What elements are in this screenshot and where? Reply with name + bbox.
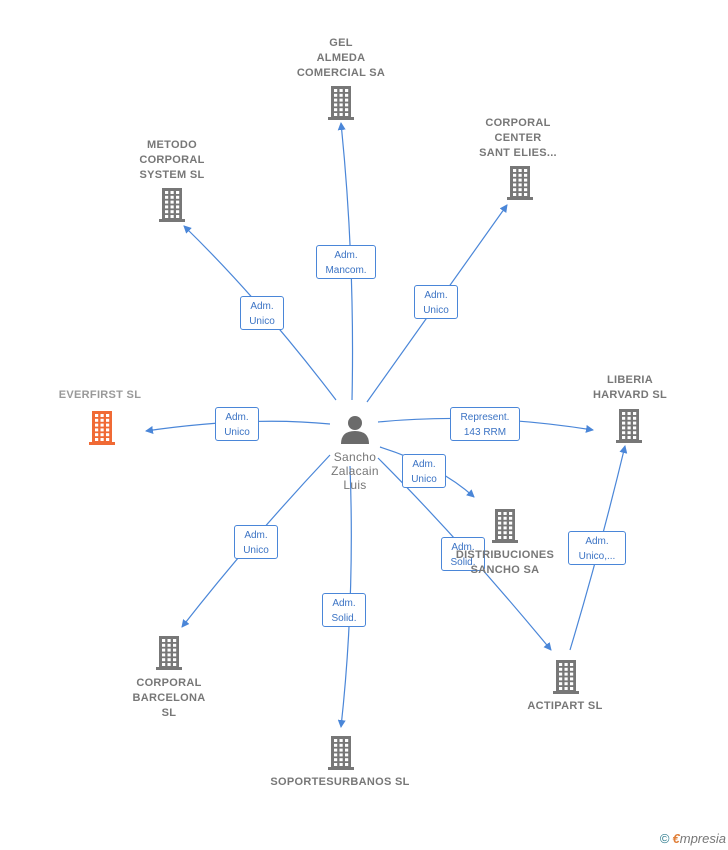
company-label-distribuciones[interactable]: DISTRIBUCIONES SANCHO SA	[450, 548, 560, 578]
edge-label-line: Adm.	[225, 412, 249, 423]
company-label-metodo[interactable]: METODO CORPORAL SYSTEM SL	[122, 138, 222, 183]
edge-label-to-liberia[interactable]: Represent. 143 RRM	[450, 407, 520, 441]
edge-label-line: Solid.	[331, 613, 357, 624]
edge-label-line: Adm.	[332, 598, 356, 609]
building-icon[interactable]	[616, 409, 642, 443]
company-label-gel[interactable]: GEL ALMEDA COMERCIAL SA	[289, 36, 393, 81]
building-icon[interactable]	[328, 86, 354, 120]
brand-logo-initial: €	[672, 831, 680, 846]
building-icon[interactable]	[553, 660, 579, 694]
company-label-line: CORPORAL	[485, 117, 551, 129]
building-icon[interactable]	[328, 736, 354, 770]
company-label-liberia[interactable]: LIBERIA HARVARD SL	[580, 373, 680, 403]
building-icon[interactable]	[507, 166, 533, 200]
edge-label-line: Adm.	[250, 301, 274, 312]
company-label-corporal-barcelona[interactable]: CORPORAL BARCELONA SL	[119, 676, 219, 721]
company-label-line: CENTER	[494, 132, 542, 144]
edge-label-line: Unico,...	[578, 551, 616, 562]
person-name-line: Sancho	[333, 450, 377, 464]
edge-label-to-corporal-barcelona[interactable]: Adm. Unico	[234, 525, 278, 559]
edge-label-to-metodo[interactable]: Adm. Unico	[240, 296, 284, 330]
person-icon[interactable]	[341, 416, 369, 444]
edge-label-to-gel[interactable]: Adm. Mancom.	[316, 245, 376, 279]
building-icon[interactable]	[89, 411, 115, 445]
edge-label-line: Unico	[243, 545, 269, 556]
edge-label-line: Unico	[411, 474, 437, 485]
edge-label-line: Adm.	[451, 542, 475, 553]
company-label-soportes[interactable]: SOPORTESURBANOS SL	[250, 775, 430, 790]
edge-label-actipart-to-liberia[interactable]: Adm. Unico,...	[568, 531, 626, 565]
company-label-line: SL	[161, 707, 177, 719]
brand-footer: ©€mpresia	[660, 831, 726, 846]
building-icon[interactable]	[156, 636, 182, 670]
edge-label-line: Unico	[249, 316, 275, 327]
company-label-line: GEL	[329, 37, 353, 49]
company-label-line: BARCELONA	[132, 692, 206, 704]
edge-label-to-distribuciones[interactable]: Adm. Unico	[402, 454, 446, 488]
person-name-line: Luis	[343, 478, 367, 492]
building-icon[interactable]	[492, 509, 518, 543]
edge-label-line: Adm.	[244, 530, 268, 541]
building-icon[interactable]	[159, 188, 185, 222]
company-label-line: HARVARD SL	[592, 389, 668, 401]
company-label-everfirst[interactable]: EVERFIRST SL	[40, 388, 160, 403]
company-label-corporal-center[interactable]: CORPORAL CENTER SANT ELIES...	[468, 116, 568, 161]
edge-label-line: Mancom.	[325, 265, 367, 276]
edge-label-line: Represent.	[460, 412, 510, 423]
edge-label-line: Unico	[224, 427, 250, 438]
edge-label-line: Solid.	[450, 557, 476, 568]
company-label-line: ALMEDA	[316, 52, 366, 64]
company-label-line: LIBERIA	[606, 374, 654, 386]
edge-label-to-corporal-center[interactable]: Adm. Unico	[414, 285, 458, 319]
company-label-line: ACTIPART SL	[527, 700, 603, 712]
company-label-line: CORPORAL	[139, 154, 205, 166]
edge-label-line: Adm.	[424, 290, 448, 301]
company-label-line: EVERFIRST SL	[58, 389, 142, 401]
edge-label-line: Unico	[423, 305, 449, 316]
company-label-line: SANT ELIES...	[479, 147, 557, 159]
company-label-line: SOPORTESURBANOS SL	[270, 776, 410, 788]
company-label-line: DISTRIBUCIONES	[455, 549, 555, 561]
edge-label-to-soportes[interactable]: Adm. Solid.	[322, 593, 366, 627]
company-label-line: CORPORAL	[136, 677, 202, 689]
edge-label-to-actipart[interactable]: Adm. Solid.	[441, 537, 485, 571]
company-label-line: METODO	[147, 139, 197, 151]
company-label-actipart[interactable]: ACTIPART SL	[510, 699, 620, 714]
copyright-symbol: ©	[659, 831, 670, 846]
edge-label-line: Adm.	[585, 536, 609, 547]
brand-logo-text: mpresia	[679, 831, 726, 846]
edge-label-line: 143 RRM	[463, 427, 507, 438]
company-label-line: SANCHO SA	[470, 564, 540, 576]
person-name-line: Zalacain	[331, 464, 379, 478]
edge-label-line: Adm.	[334, 250, 358, 261]
edge-label-to-everfirst[interactable]: Adm. Unico	[215, 407, 259, 441]
company-label-line: COMERCIAL SA	[296, 67, 386, 79]
company-label-line: SYSTEM SL	[139, 169, 205, 181]
edge-label-line: Adm.	[412, 459, 436, 470]
